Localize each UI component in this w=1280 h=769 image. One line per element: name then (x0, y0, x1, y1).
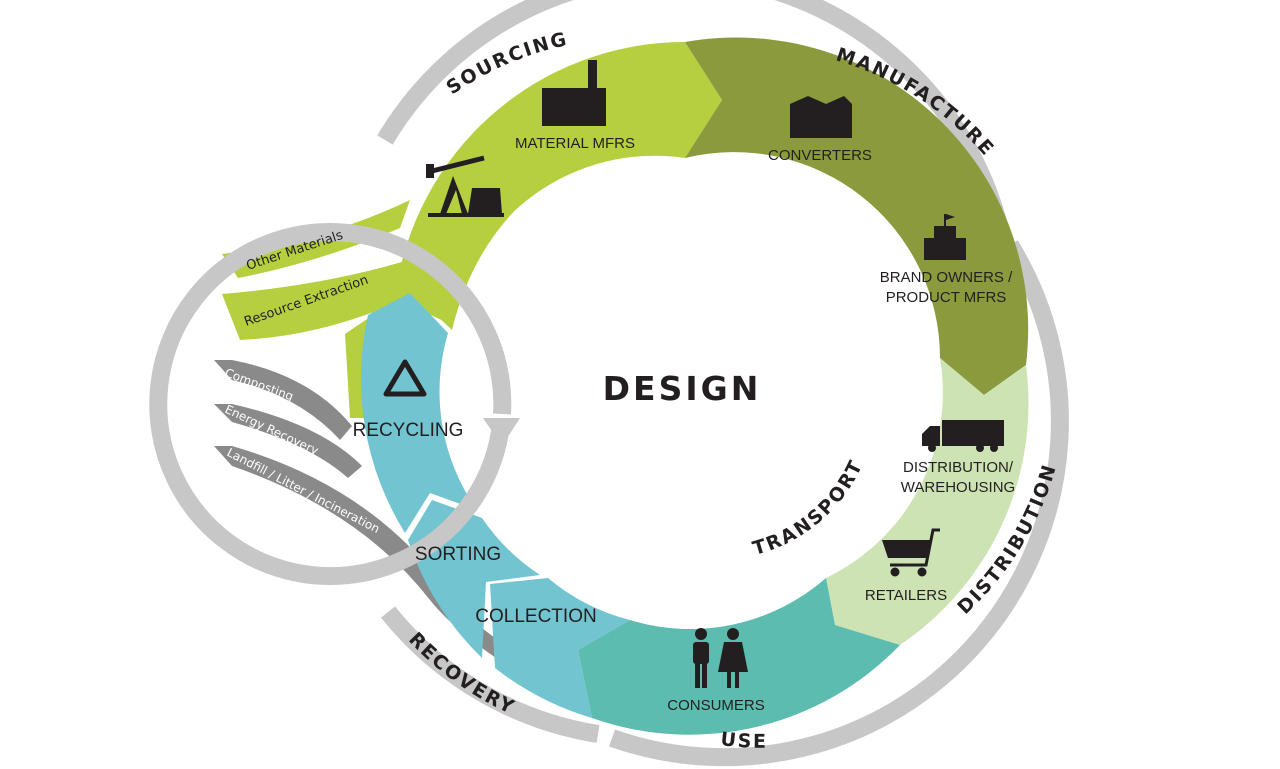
waste-stream-landfill (214, 446, 585, 708)
node-label-converters: CONVERTERS (768, 147, 872, 164)
node-label-brand-owners-line2: PRODUCT MFRS (886, 289, 1007, 306)
node-label-sorting: SORTING (415, 544, 501, 565)
transport-ring-arrowhead (483, 418, 520, 446)
segment-manufacture (685, 37, 1029, 395)
outer-ring-top (377, 0, 1011, 240)
node-label-collection: COLLECTION (475, 606, 596, 627)
transport-label: TRANSPORT (750, 456, 868, 560)
input-arm-resource-extraction (222, 250, 440, 340)
node-label-recycling: RECYCLING (353, 420, 464, 441)
waste-stream-composting (214, 360, 352, 440)
phase-label-use: USE (719, 728, 768, 753)
segment-sourcing (395, 41, 722, 325)
node-label-distribution-line1: DISTRIBUTION/ (903, 459, 1014, 476)
segment-recycling (360, 293, 477, 533)
segment-collection (490, 578, 630, 718)
node-label-retailers: RETAILERS (865, 587, 947, 604)
consumers-icon (693, 628, 748, 688)
outer-ring-bottom-left (380, 606, 600, 743)
factory-icon (542, 60, 606, 126)
node-label-distribution-line2: WAREHOUSING (901, 479, 1015, 496)
output-label-landfill: Landfill / Litter / Incineration (225, 445, 382, 536)
node-label-brand-owners-line1: BRAND OWNERS / (880, 269, 1013, 286)
center-title: DESIGN (603, 369, 762, 408)
shopping-cart-icon (882, 528, 940, 577)
brand-owner-icon (924, 214, 966, 260)
transport-ring (149, 223, 512, 585)
waste-stream-energy (214, 404, 362, 478)
converters-icon (790, 96, 852, 138)
oil-pump-icon (426, 155, 504, 217)
node-label-material-mfrs: MATERIAL MFRS (515, 135, 635, 152)
recycle-icon (383, 359, 427, 397)
truck-icon (922, 420, 1004, 452)
outer-ring-right (609, 240, 1069, 767)
node-label-consumers: CONSUMERS (667, 697, 765, 714)
